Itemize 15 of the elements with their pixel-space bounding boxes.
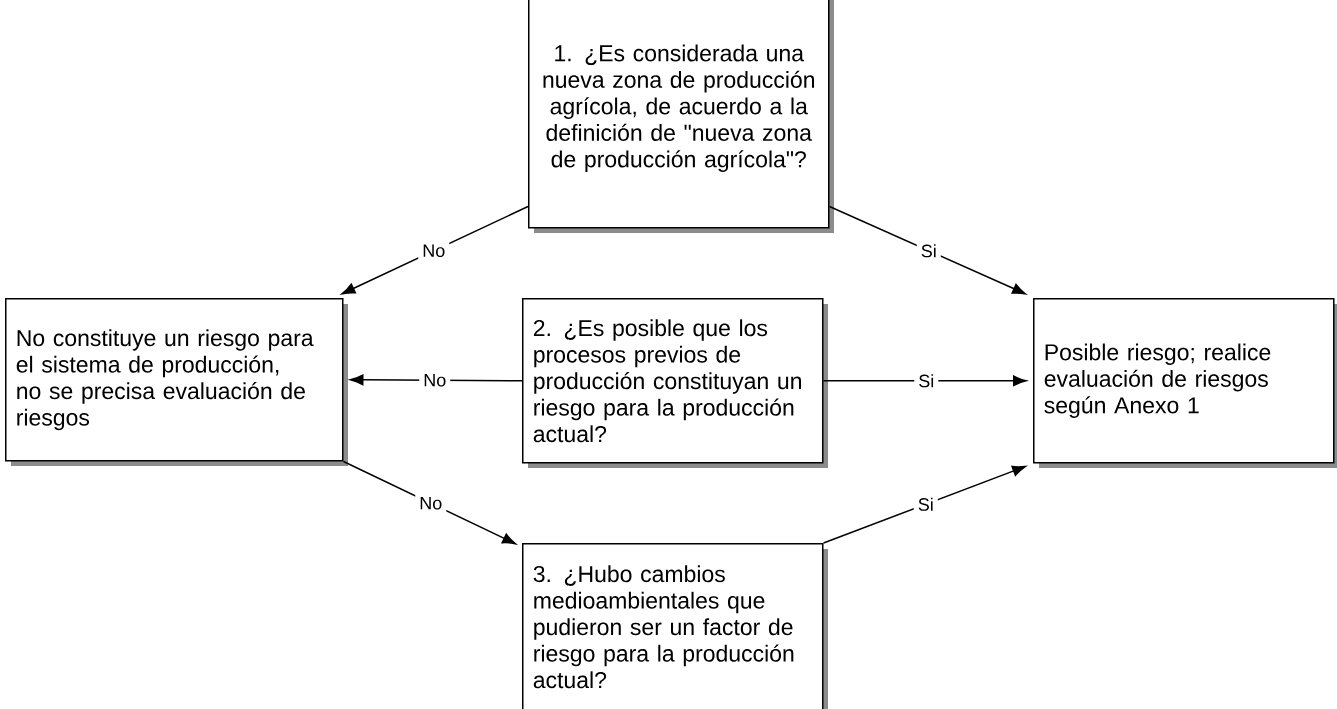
arrow [822,375,1027,387]
process-box: 3. ¿Hubo cambios medioambientales que pudieron ser un factor de riesgo para la producción actual? [522,543,828,709]
process-box: 2. ¿Es posible que los procesos previos de producción constituyan un riesgo para la producción actual? [522,298,828,468]
arrow [828,205,1026,295]
edge-label: Si [914,370,939,392]
edge-label: No [419,369,451,391]
process-box: No constituye un riesgo para el sistema de producción, no se precisa evaluación de riesgos [5,298,348,466]
arrow [822,465,1026,544]
edge-label: No [418,240,450,262]
process-box: 1. ¿Es considerada una nueva zona de producción agrícola, de acuerdo a la definición de "nueva zona de producción agrícola"? [528,0,834,233]
edge-label: Si [913,493,938,515]
arrow [341,205,529,295]
edge-label: Si [916,240,941,262]
edge-label: No [415,493,447,514]
process-box: Posible riesgo; realice evaluación de riesgos según Anexo 1 [1033,298,1337,468]
